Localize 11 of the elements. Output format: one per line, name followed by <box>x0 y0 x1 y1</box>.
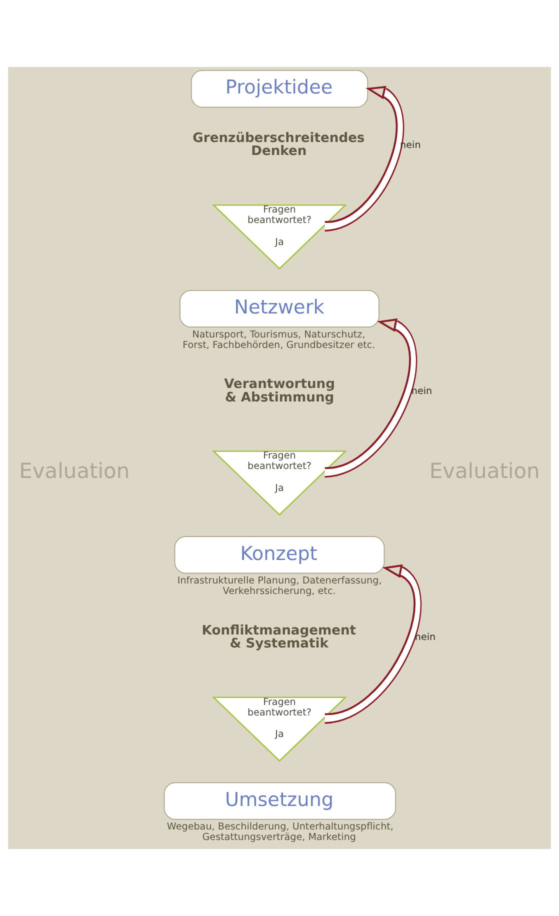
edge-label: nein <box>414 632 436 644</box>
arrow <box>324 564 422 724</box>
label: Verantwortung & Abstimmung <box>224 377 335 406</box>
node-label: Infrastrukturelle Planung, Datenerfassung, Verkehrssicherung, etc. <box>177 576 382 597</box>
edge-label: nein <box>411 386 432 398</box>
label: Konfliktmanagement & Systematik <box>202 623 356 652</box>
node-label: Natursport, Tourismus, Naturschutz, Forst, Fachbehörden, Grundbesitzer etc. <box>182 329 376 351</box>
label: Grenzüberschreitendes Denken <box>192 131 365 160</box>
arrow <box>324 86 404 232</box>
arrow <box>324 318 417 478</box>
node-label: Wegebau, Beschilderung, Unterhaltungspflicht, Gestattungsverträge, Marketing <box>166 822 394 844</box>
